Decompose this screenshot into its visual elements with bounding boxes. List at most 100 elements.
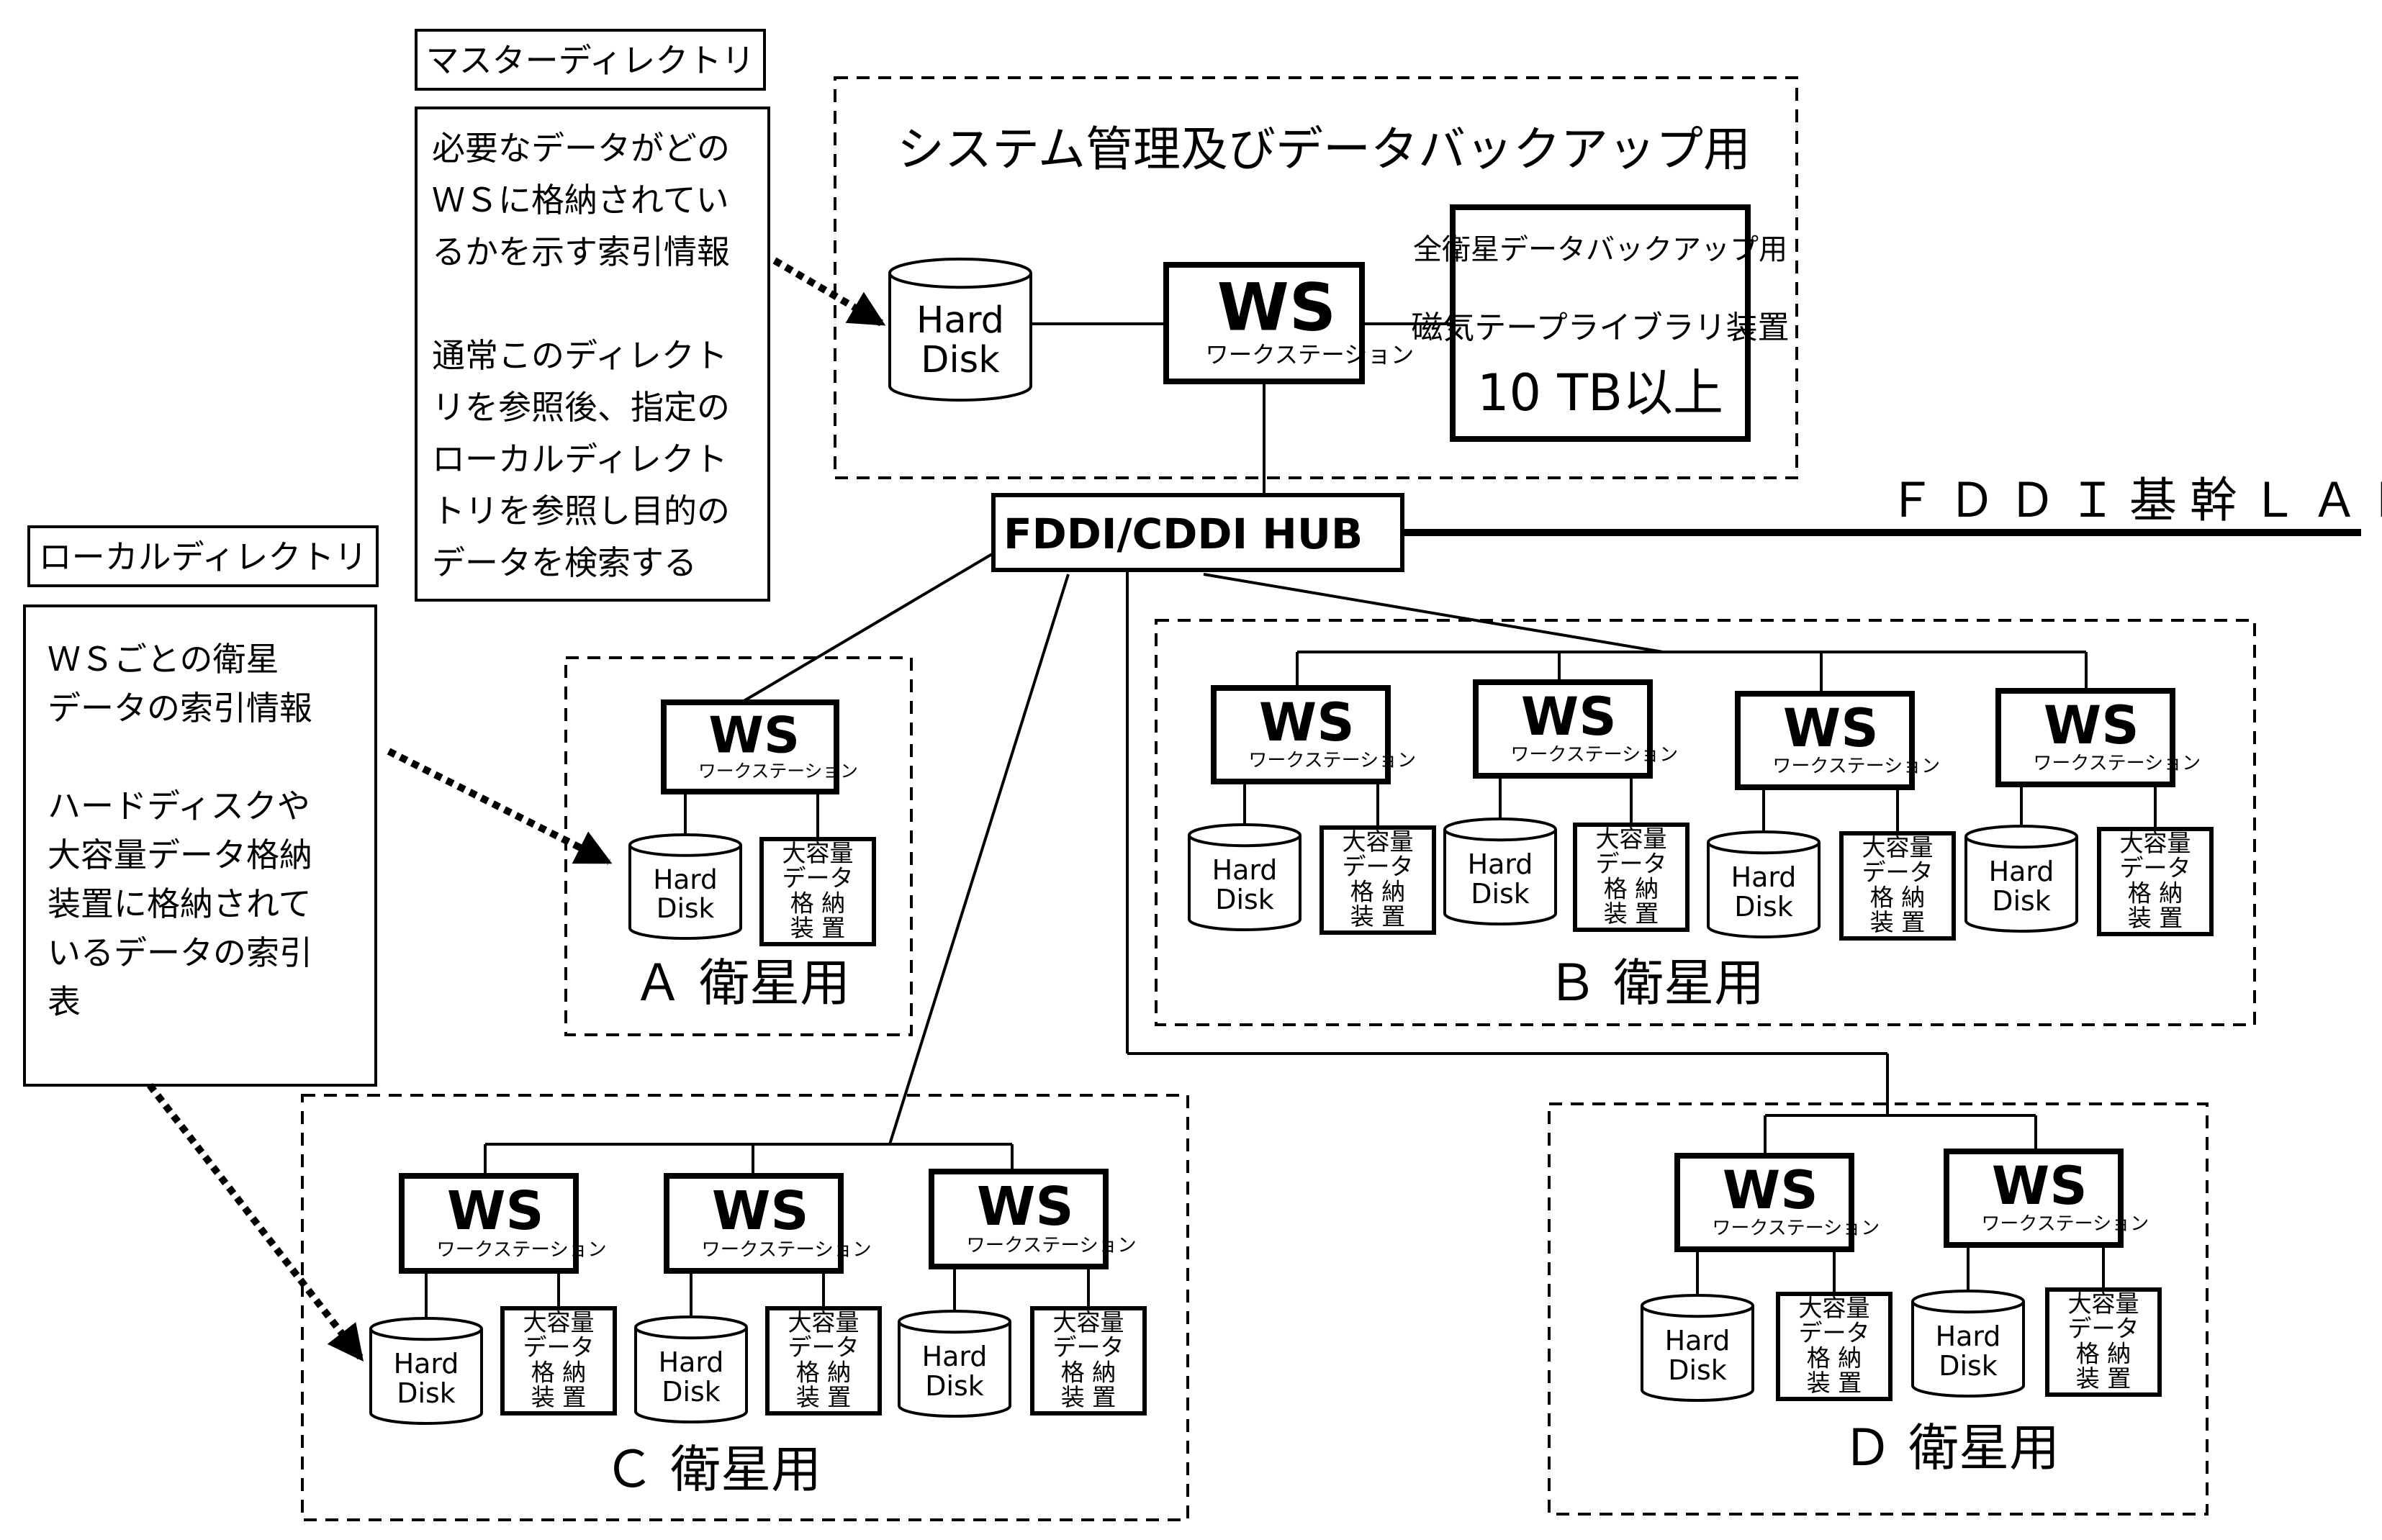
tape-library-line3: 10 TB以上: [1477, 363, 1723, 422]
mass-storage-label: 装 置: [1350, 902, 1406, 930]
ws-sublabel: ワークステーション: [1712, 1218, 1880, 1239]
local-directory-line: 表: [48, 982, 81, 1021]
backbone-label: ＦＤＤＩ基幹ＬＡＮ: [1887, 473, 2382, 528]
hard-disk-label: Disk: [1471, 878, 1530, 910]
ws-sublabel: ワークステーション: [1205, 341, 1414, 368]
ws-sublabel: ワークステーション: [1772, 756, 1940, 777]
mass-storage-label: 大容量: [2119, 829, 2191, 857]
hard-disk-label: Disk: [657, 892, 715, 924]
hard-disk-label: Disk: [1734, 891, 1793, 923]
mass-storage-label: データ: [1595, 850, 1666, 878]
ws-sublabel: ワークステーション: [966, 1234, 1136, 1256]
local-directory-arrow-a: [387, 748, 613, 866]
ws-label: WS: [1259, 692, 1355, 753]
mass-storage-label: データ: [1862, 859, 1933, 887]
mass-storage-label: 格 納: [1061, 1358, 1116, 1386]
mass-storage-label: 大容量: [788, 1308, 859, 1336]
mass-storage: 大容量データ格 納装 置: [2045, 1287, 2162, 1397]
group-a-label: Ａ 衛星用: [633, 954, 850, 1013]
local-directory-body-box: [23, 604, 377, 1087]
local-directory-line: 大容量データ格納: [48, 835, 312, 874]
hard-disk-label: Hard: [916, 299, 1004, 342]
mass-storage-label: 格 納: [790, 889, 846, 917]
mass-storage: 大容量データ格 納装 置: [1319, 825, 1436, 935]
ws-sublabel: ワークステーション: [1981, 1213, 2149, 1235]
mass-storage-label: 大容量: [1798, 1294, 1869, 1322]
mass-storage-label: 装 置: [2128, 904, 2183, 932]
mass-storage-label: 格 納: [1350, 877, 1406, 905]
ws-sublabel: ワークステーション: [1510, 744, 1678, 766]
mass-storage-label: 大容量: [782, 839, 853, 867]
mass-storage-label: 装 置: [796, 1383, 852, 1411]
system-group-title: システム管理及びデータバックアップ用: [897, 122, 1751, 177]
mass-storage-label: 装 置: [1807, 1369, 1862, 1397]
mass-storage: 大容量データ格 納装 置: [759, 837, 876, 946]
local-directory-title-box: [27, 525, 379, 587]
mass-storage-label: 大容量: [1052, 1308, 1124, 1336]
mass-storage: 大容量データ格 納装 置: [1030, 1306, 1147, 1416]
ws-label: WS: [2044, 695, 2139, 756]
hard-disk-label: Disk: [397, 1377, 456, 1409]
tape-library-line1: 全衛星データバックアップ用: [1413, 233, 1787, 266]
mass-storage: 大容量データ格 納装 置: [500, 1306, 617, 1416]
mass-storage-label: 格 納: [1870, 883, 1926, 911]
mass-storage-label: 大容量: [523, 1308, 594, 1336]
ws-label: WS: [1521, 687, 1617, 748]
mass-storage-label: 格 納: [1604, 874, 1659, 902]
master-directory-line: 必要なデータがどの: [432, 129, 730, 168]
hard-disk-label: Disk: [1939, 1350, 1998, 1382]
ws-label: WS: [1723, 1160, 1818, 1221]
mass-storage-label: 大容量: [2067, 1290, 2139, 1318]
group-d-label: Ｄ 衛星用: [1842, 1418, 2060, 1477]
mass-storage-label: 装 置: [531, 1383, 587, 1411]
hard-disk-label: Hard: [1731, 861, 1797, 893]
master-directory-line: 通常このディレクト: [432, 336, 728, 375]
local-directory-line: ＷＳごとの衛星: [48, 640, 279, 679]
ws-sublabel: ワークステーション: [701, 1238, 871, 1261]
group-b-box: [1155, 619, 2256, 1026]
hard-disk-label: Disk: [1215, 884, 1274, 915]
ws-sublabel: ワークステーション: [2033, 753, 2201, 774]
mass-storage-label: データ: [523, 1333, 594, 1362]
hard-disk-label: Hard: [653, 864, 718, 895]
local-directory-line: データの索引情報: [48, 689, 312, 728]
ws-label: WS: [447, 1180, 544, 1242]
hard-disk-label: Disk: [662, 1376, 721, 1408]
ws-label: WS: [977, 1176, 1074, 1238]
mass-storage-label: 装 置: [1870, 908, 1926, 936]
mass-storage-label: 大容量: [1595, 825, 1666, 853]
mass-storage: 大容量データ格 納装 置: [765, 1306, 882, 1416]
mass-storage-label: データ: [2119, 854, 2191, 882]
group-c-box: [301, 1094, 1189, 1521]
ws-sublabel: ワークステーション: [698, 761, 858, 782]
hard-disk-label: Hard: [1989, 856, 2054, 887]
ws-label: WS: [1217, 271, 1336, 346]
mass-storage-label: データ: [1052, 1333, 1124, 1362]
mass-storage-label: 装 置: [2076, 1364, 2131, 1392]
system-group-box: [834, 76, 1798, 479]
ws-label: WS: [1992, 1156, 2088, 1217]
directory-arrows: [147, 257, 886, 1362]
hard-disk-label: Hard: [1468, 848, 1533, 880]
master-directory-note: マスターディレクトリ 必要なデータがどのＷＳに格納されているかを示す索引情報通常…: [415, 29, 770, 602]
hard-disk-label: Disk: [1668, 1354, 1727, 1386]
hard-disk-label: Hard: [922, 1341, 988, 1372]
group-d-box: [1548, 1102, 2209, 1516]
fddi-cddi-hub: [991, 493, 1404, 572]
